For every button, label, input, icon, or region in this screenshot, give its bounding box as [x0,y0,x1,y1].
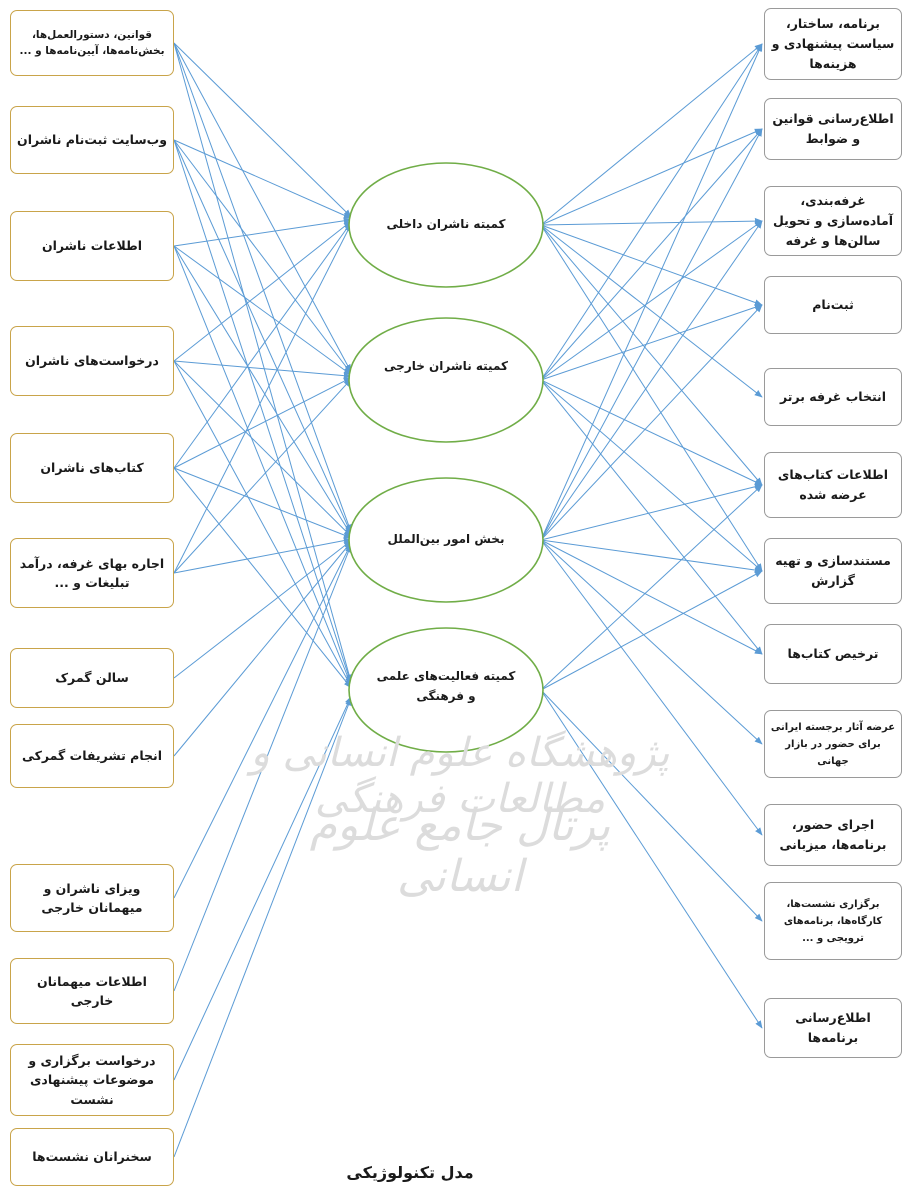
output-arrow-2 [540,128,763,226]
input-arrow-16 [173,360,352,687]
input-arrow-18 [173,377,352,469]
output-arrow-10 [540,220,763,381]
output-arrow-24 [540,484,763,691]
output-box-6: اطلاعات کتاب‌های عرضه شده [764,452,902,518]
diagram-caption: مدل تکنولوژیکی [346,1163,474,1182]
input-arrow-12 [173,245,352,686]
output-box-2: اطلاع‌رسانی قوانین و ضوابط [764,98,902,160]
output-arrow-20 [540,539,763,574]
input-arrow-15 [173,360,352,537]
input-box-10: اطلاعات میهمانان خارجی [10,958,174,1024]
output-arrow-18 [540,304,763,541]
process-label-4: کمیته فعالیت‌های علمی و فرهنگی [376,669,516,704]
process-label-1: کمیته ناشران داخلی [386,217,506,231]
output-arrow-13 [540,379,763,572]
process-ellipse-2 [348,317,544,443]
watermark-line-2: پرتال جامع علوم انسانی [309,800,611,902]
input-box-4: درخواست‌های ناشران [10,326,174,396]
input-arrow-4 [173,42,353,683]
input-arrow-26 [173,543,352,899]
input-box-2: وب‌سایت ثبت‌نام ناشران [10,106,174,174]
output-box-1: برنامه، ساختار، سیاست پیشنهادی و هزینه‌ه… [764,8,902,80]
output-arrow-21 [540,539,763,655]
input-arrow-7 [173,139,352,534]
output-box-11: برگزاری نشست‌ها، کارگاه‌ها، برنامه‌های ت… [764,882,902,960]
output-arrow-26 [540,689,763,922]
output-box-7: مستندسازی و تهیه گزارش [764,538,902,604]
input-arrow-13 [173,220,352,362]
output-arrow-12 [540,379,763,486]
output-arrow-8 [540,43,763,381]
input-box-12: سخنرانان نشست‌ها [10,1128,174,1186]
input-arrow-21 [173,223,352,574]
input-box-6: اجاره بهای غرفه، درآمد تبلیغات و ... [10,538,174,608]
input-arrow-3 [173,42,352,533]
input-arrow-29 [173,697,352,1158]
input-arrow-20 [173,467,352,689]
input-box-7: سالن گمرک [10,648,174,708]
input-arrow-1 [173,42,352,218]
input-box-1: قوانین، دستورالعمل‌ها، بخش‌نامه‌ها، آیین… [10,10,174,76]
input-arrow-23 [173,537,352,574]
input-arrow-9 [173,217,352,247]
output-arrow-17 [540,220,763,541]
watermark-line-1: پژوهشگاه علوم انسانی و مطالعات فرهنگی [250,730,670,822]
input-arrow-17 [173,222,352,469]
input-arrow-5 [173,139,352,219]
output-box-8: ترخیص کتاب‌ها [764,624,902,684]
output-arrow-1 [540,43,763,226]
output-box-9: عرضه آثار برجسته ایرانی برای حضور در باز… [764,710,902,778]
output-arrow-16 [540,128,763,541]
output-arrow-11 [540,304,763,381]
input-box-9: ویزای ناشران و میهمانان خارجی [10,864,174,932]
input-arrow-27 [173,544,352,992]
input-box-3: اطلاعات ناشران [10,211,174,281]
input-box-5: کتاب‌های ناشران [10,433,174,503]
output-arrow-9 [540,128,763,381]
output-arrow-6 [540,224,763,486]
process-label-2: کمیته ناشران خارجی [384,359,508,373]
output-arrow-5 [540,224,763,398]
input-arrow-10 [173,245,352,376]
process-ellipses [348,162,544,753]
input-box-8: انجام تشریفات گمرکی [10,724,174,788]
output-box-4: ثبت‌نام [764,276,902,334]
input-arrow-2 [173,42,352,373]
output-arrow-4 [540,224,763,306]
input-arrow-14 [173,360,352,379]
output-arrow-7 [540,224,763,572]
process-ellipse-1 [348,162,544,288]
connector-arrows [173,42,763,1158]
process-label-3: بخش امور بین‌الملل [387,532,505,546]
input-arrow-22 [173,378,352,574]
output-arrow-3 [540,217,763,226]
output-arrow-27 [540,689,763,1029]
process-ellipse-4 [348,627,544,753]
output-arrow-23 [540,539,763,836]
process-ellipse-3 [348,477,544,603]
output-box-12: اطلاع‌رسانی برنامه‌ها [764,998,902,1058]
input-arrow-11 [173,245,352,536]
output-box-3: غرفه‌بندی، آماده‌سازی و تحویل سالن‌ها و … [764,186,902,256]
output-arrow-19 [540,483,763,541]
input-arrow-24 [173,540,352,679]
input-arrow-19 [173,467,352,539]
output-arrow-15 [540,43,763,541]
output-box-10: اجرای حضور، برنامه‌ها، میزبانی [764,804,902,866]
output-box-5: انتخاب غرفه برتر [764,368,902,426]
output-arrow-25 [540,570,763,691]
input-arrow-25 [173,541,352,757]
input-box-11: درخواست برگزاری و موضوعات پیشنهادی نشست [10,1044,174,1116]
input-arrow-28 [173,696,352,1081]
output-arrow-14 [540,379,763,655]
output-arrow-22 [540,539,763,745]
input-arrow-8 [173,139,352,685]
input-arrow-6 [173,139,352,374]
